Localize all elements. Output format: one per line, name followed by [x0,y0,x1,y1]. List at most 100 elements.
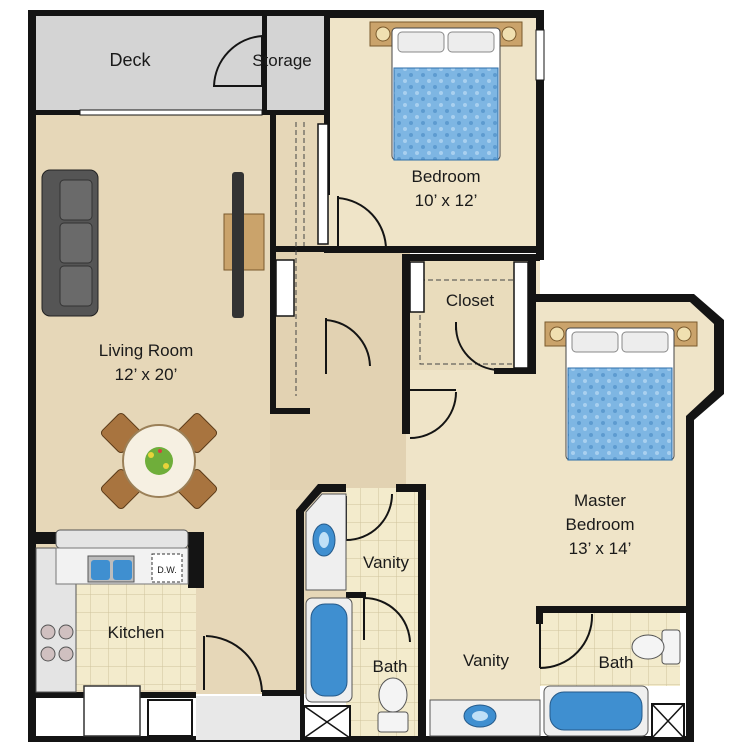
walls [28,10,724,742]
kitchen-floor [76,584,196,690]
dishwasher [151,553,183,583]
room-label-storage: Storage [252,51,312,70]
door-swing-icon [212,34,263,87]
wall-storage-bottom [262,110,326,115]
master-bath-fixtures [429,629,685,739]
room-label-kitchen: Kitchen [108,623,165,642]
room-label-vanity-hall: Vanity [363,553,409,572]
closet-shelves [295,122,521,396]
wall-left [28,10,36,742]
quilt [393,67,499,161]
room-label-living: Living Room [99,341,194,360]
sink-icon [87,555,135,583]
bedroom-window [535,29,545,81]
nightstand-icon [549,326,565,342]
room-labels: Deck Storage Bedroom 10’ x 12’ Living Ro… [99,50,635,676]
door-swing-icon [454,322,499,371]
nightstand-icon [676,326,692,342]
door-swing-icon [337,196,388,251]
wall-storage-left [262,16,267,114]
openings [79,29,545,740]
nightstand-icon [501,26,517,42]
closet-floor [410,260,530,370]
bifold-door-1 [317,123,329,245]
room-size-bedroom: 10’ x 12’ [415,191,478,210]
quilt [567,367,673,461]
wall-closet-mid [270,246,330,252]
room-label-deck: Deck [109,50,151,70]
door-swings [203,34,594,693]
wall-kitchen-top [36,532,56,544]
deck-floor [36,16,326,114]
wall-deck-bottom [36,110,80,115]
room-label-bath-hall: Bath [373,657,408,676]
wall-bedroom-right [536,10,544,260]
refrigerator [83,685,141,737]
wall-entry-right [262,690,302,696]
room-label-bedroom: Bedroom [412,167,481,186]
wall-top-deck [28,10,332,16]
plant-icon [145,447,173,475]
tv-icon [232,172,244,318]
wall-kitchen-right [188,532,204,588]
sliding-door [79,109,263,116]
wall-bedroom-bottom [324,246,540,253]
door-swing-icon [203,635,263,693]
kitchen-fixtures [35,529,189,737]
toilet-icon [631,629,681,665]
wall-vanity-hall [296,484,346,590]
wall-top-bedroom [326,10,544,18]
room-size-master: 13’ x 14’ [569,539,632,558]
bedroom-furniture [369,21,523,161]
wall-master-bay [536,294,724,742]
nightstand-icon [375,26,391,42]
closet-shelf-master [419,279,521,365]
wall-closet-right [528,254,536,374]
wall-hall-bath-right [418,490,426,740]
counter-top [55,529,189,549]
wall-bottom [28,736,692,742]
sink-icon [463,704,497,728]
room-label-master: Master [574,491,626,510]
room-label-bath-master: Bath [599,653,634,672]
wall-closet-top [402,254,540,261]
bathtub-icon [305,597,353,703]
pillow [447,31,495,53]
bathtub-icon [543,685,649,737]
living-furniture [41,169,265,510]
wall-closet2-bottom [270,408,310,414]
closet-master-door-left [409,261,425,313]
wall-bath-master-top [536,606,686,613]
stove-icon [40,624,74,662]
wall-closet-left [270,114,276,414]
pillow [621,331,669,353]
entry-floor [196,696,300,740]
wall-vanity-top [396,484,426,492]
linen-box-cross [651,703,685,739]
wall-hall-right [402,254,410,434]
sofa-cushion [59,179,93,221]
vanity-hall-floor [346,488,418,596]
room-label-master-2: Bedroom [566,515,635,534]
hall-bath-fixtures [303,493,409,739]
sofa-cushion [59,222,93,264]
room-label-vanity-master: Vanity [463,651,509,670]
closet-doors [275,123,529,369]
room-size-living: 12’ x 20’ [115,365,178,384]
wall-bedroom-left [324,10,330,195]
door-swing-icon [409,389,457,439]
door-swing-icon [325,318,371,374]
master-furniture [544,321,698,461]
door-swing-icon [363,596,411,643]
toilet-icon [377,677,409,733]
wall-bath-hall-left [296,590,304,740]
bifold-door-2 [275,259,295,317]
door-swing-icon [539,613,594,669]
pantry-box [147,699,193,737]
dining-table-icon [100,412,218,510]
wall-vanity-bath-split [346,592,366,598]
pillow [397,31,445,53]
pillow [571,331,619,353]
dishwasher-label: D.W. [157,565,177,575]
linen-box-cross [303,705,351,739]
